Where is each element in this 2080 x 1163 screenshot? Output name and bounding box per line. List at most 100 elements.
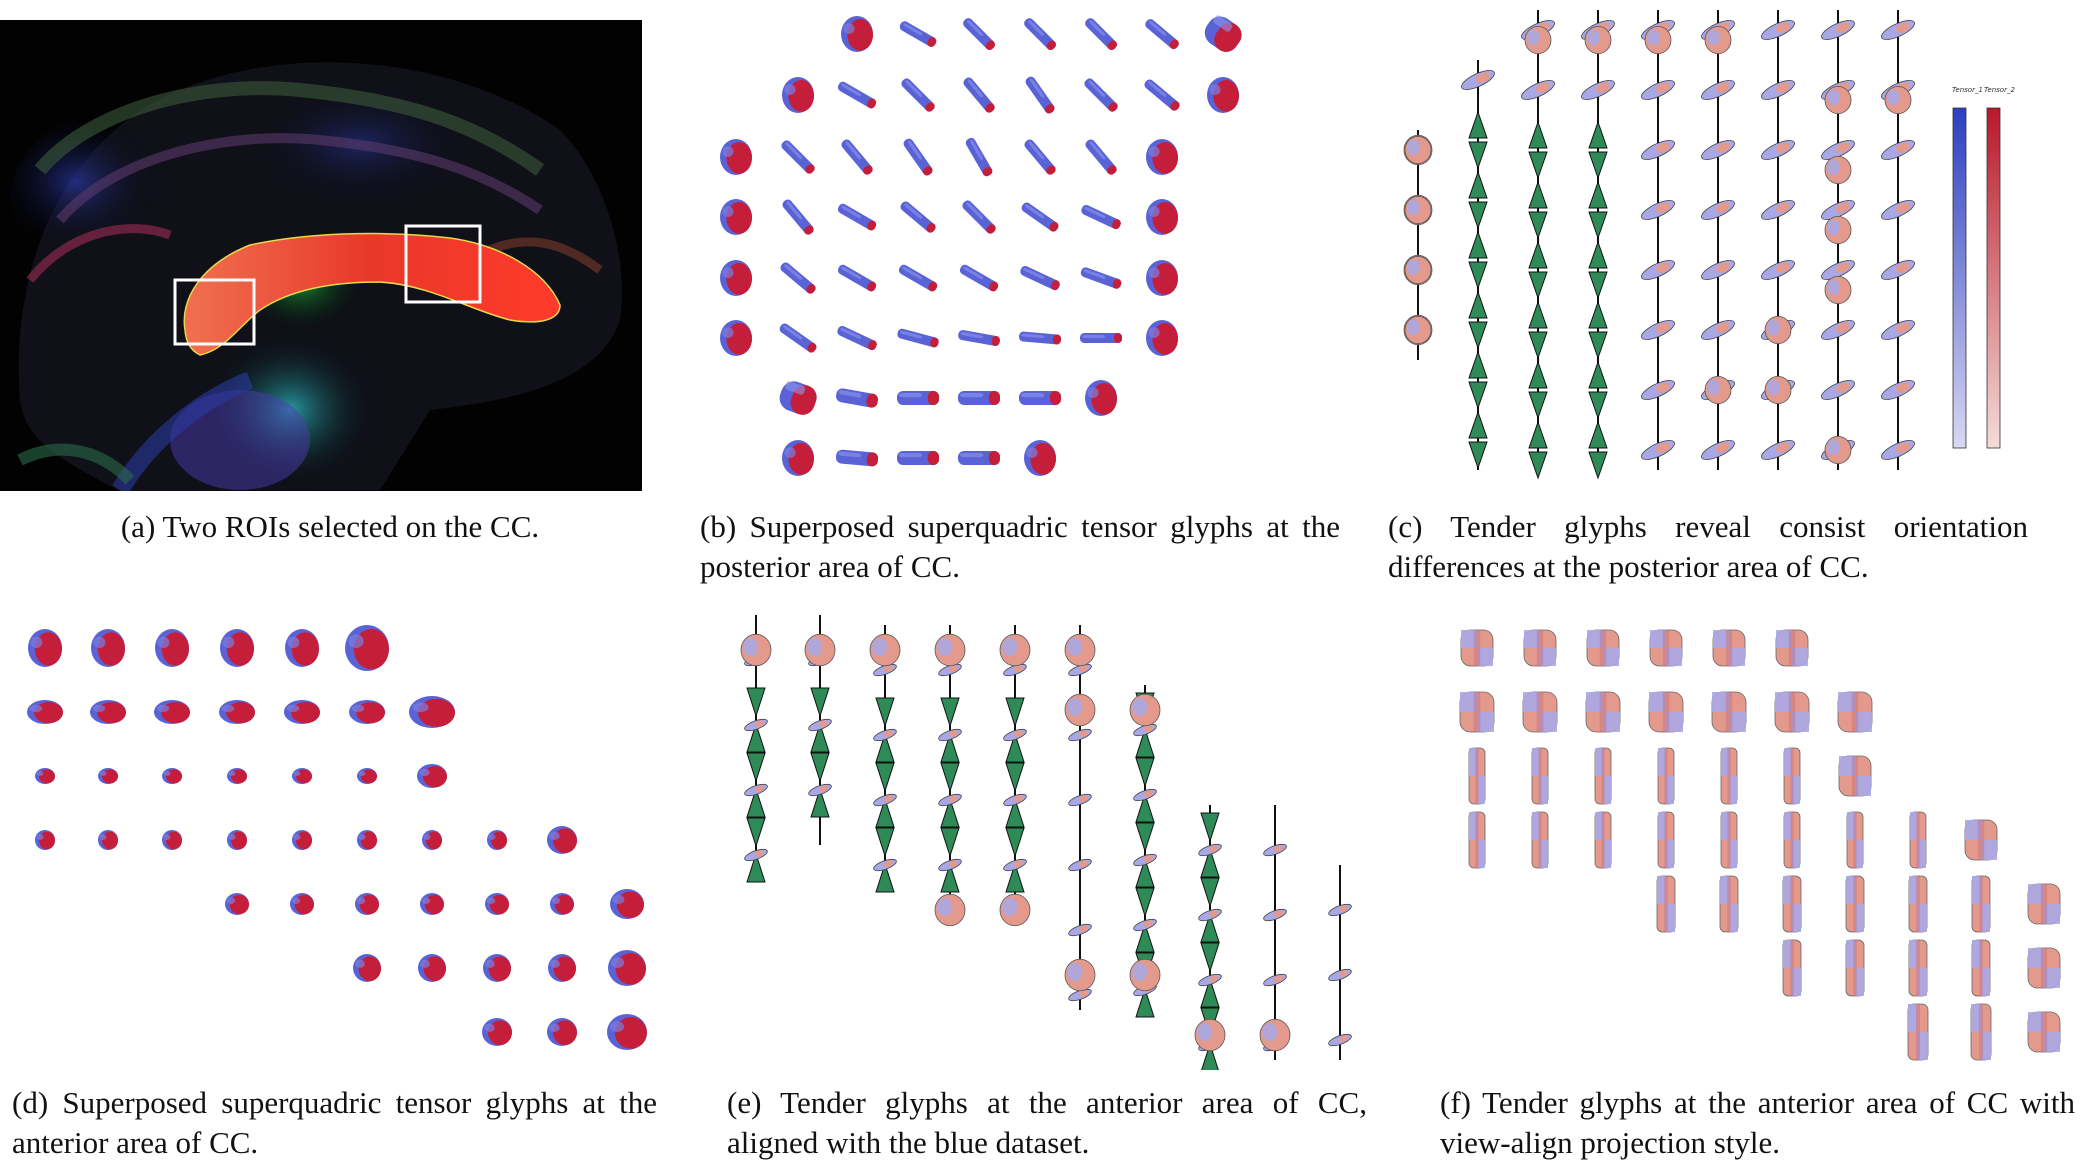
tender-disc-glyph: [1821, 20, 1855, 40]
tender-disc-glyph: [1581, 80, 1615, 100]
view-align-glyph: [1837, 691, 1873, 733]
view-align-glyph: [1774, 691, 1810, 733]
cone-glyph: [1135, 922, 1155, 953]
tender-glyph: [1129, 693, 1161, 727]
view-align-glyph: [1908, 939, 1928, 997]
view-align-glyph: [1845, 875, 1865, 933]
tender-glyph: [1064, 693, 1096, 727]
panel-c-glyphs: Tensor_1 Tensor_2: [1380, 0, 2080, 490]
cone-glyph: [875, 862, 895, 893]
roi-box-posterior: [404, 224, 482, 304]
brain-dti-image: [0, 20, 642, 491]
superquadric-glyph: [779, 381, 817, 415]
superquadric-glyph: [900, 201, 936, 233]
cone-glyph: [1528, 331, 1548, 360]
cone-glyph: [1468, 141, 1488, 170]
tender-disc-glyph: [1881, 440, 1915, 460]
superquadric-glyph: [418, 954, 446, 982]
superquadric-glyph: [841, 139, 873, 175]
superquadric-glyph: [781, 140, 815, 174]
tender-disc-glyph: [1881, 260, 1915, 280]
superquadric-glyph: [607, 1014, 647, 1050]
superquadric-glyph: [1146, 320, 1178, 356]
superquadric-glyph: [903, 138, 933, 176]
cone-glyph: [875, 762, 895, 793]
view-align-glyph: [1720, 747, 1738, 805]
cone-glyph: [1135, 792, 1155, 823]
superquadric-glyph: [782, 440, 814, 476]
cone-glyph: [1135, 887, 1155, 918]
cone-glyph: [1200, 877, 1220, 908]
superquadric-glyph: [837, 203, 877, 231]
tender-glyph: [804, 633, 836, 667]
superquadric-glyph: [720, 260, 752, 296]
superquadric-glyph: [420, 893, 444, 915]
cone-glyph: [1528, 391, 1548, 420]
cone-glyph: [1468, 350, 1488, 379]
superquadric-glyph: [901, 78, 935, 112]
superquadric-glyph: [780, 262, 816, 294]
cone-glyph: [1468, 381, 1488, 410]
superquadric-glyph: [485, 893, 509, 915]
superquadric-glyph: [292, 768, 312, 784]
view-align-glyph: [1460, 629, 1494, 667]
cone-glyph: [1468, 261, 1488, 290]
superquadric-glyph: [958, 330, 1000, 346]
superquadric-glyph: [1085, 380, 1117, 416]
view-align-glyph: [1971, 875, 1991, 933]
cone-glyph: [1588, 211, 1608, 240]
superquadric-glyph: [610, 889, 644, 919]
tender-glyph: [869, 633, 901, 667]
superquadric-glyph: [1085, 139, 1117, 175]
superquadric-glyph: [98, 768, 118, 784]
tender-glyph: [934, 893, 966, 927]
superquadric-glyph: [898, 264, 938, 292]
caption-c: (c) Tender glyphs reveal consist orienta…: [1388, 509, 2028, 584]
view-align-glyph: [1585, 691, 1621, 733]
cone-glyph: [746, 787, 766, 818]
caption-a: (a) Two ROIs selected on the CC.: [120, 509, 540, 544]
tender-disc-glyph: [1701, 260, 1735, 280]
cone-glyph: [810, 752, 830, 783]
superquadric-glyph: [897, 451, 939, 465]
tender-glyph: [1404, 315, 1432, 345]
superquadric-glyph: [720, 320, 752, 356]
superquadric-glyph: [720, 199, 752, 235]
view-align-glyph: [2027, 1011, 2061, 1053]
cone-glyph: [810, 722, 830, 753]
tender-glyph: [1824, 155, 1852, 185]
tender-disc-glyph: [1761, 80, 1795, 100]
cone-glyph: [940, 697, 960, 728]
cone-glyph: [1588, 360, 1608, 389]
cone-glyph: [1588, 271, 1608, 300]
superquadric-glyph: [841, 16, 873, 52]
tender-disc-glyph: [744, 848, 768, 862]
tender-disc-glyph: [1263, 973, 1287, 987]
superquadric-glyphs-anterior: [27, 625, 647, 1050]
cone-glyph: [1588, 451, 1608, 480]
tender-glyph: [1064, 633, 1096, 667]
tender-disc-glyph: [808, 783, 832, 797]
cone-glyph: [1200, 912, 1220, 943]
tender-disc-glyph: [744, 783, 768, 797]
superquadric-glyph: [1019, 331, 1062, 345]
view-align-glyph: [1656, 875, 1676, 933]
superquadric-glyph: [27, 700, 63, 724]
view-align-glyph: [1657, 811, 1675, 869]
tender-glyph: [1404, 135, 1432, 165]
tender-glyph: [1764, 315, 1792, 345]
cone-glyph: [1005, 762, 1025, 793]
superquadric-glyph: [962, 200, 996, 234]
superquadric-glyph: [285, 629, 319, 667]
tender-disc-glyph: [1198, 843, 1222, 857]
panel-d-glyphs: [0, 610, 680, 1070]
superquadric-glyph: [487, 830, 507, 850]
cone-glyph: [810, 787, 830, 818]
tender-disc-glyph: [1003, 858, 1027, 872]
tender-glyph: [999, 633, 1031, 667]
tender-glyph: [1824, 435, 1852, 465]
view-align-glyph: [2027, 883, 2061, 925]
superquadric-glyph: [90, 700, 126, 724]
tender-glyph: [1824, 275, 1852, 305]
superquadric-glyphs-posterior: [720, 15, 1242, 476]
